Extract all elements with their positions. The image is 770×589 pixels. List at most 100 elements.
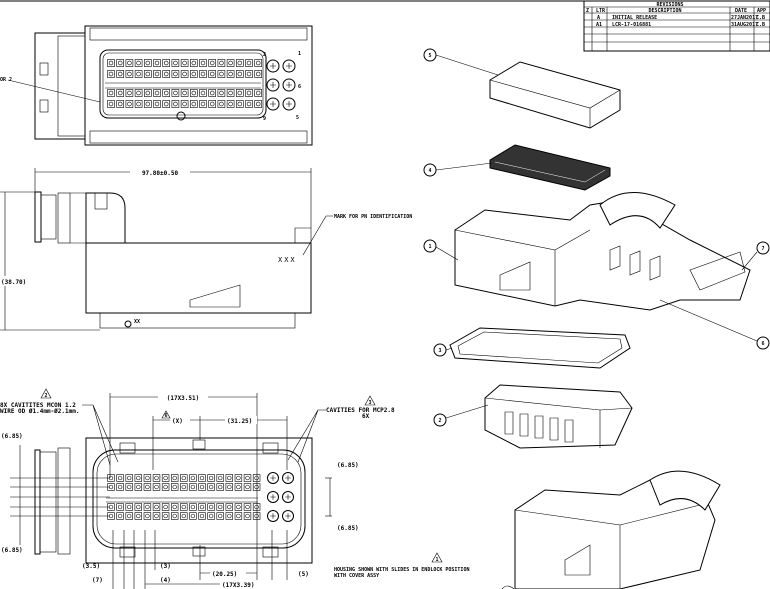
pin-terminal [127, 71, 132, 77]
dim-left-bottom: (6.85) [1, 547, 23, 554]
pin-terminal [219, 71, 224, 77]
pin-cavity [180, 100, 189, 108]
pin-terminal [228, 101, 233, 107]
pin-cavity [134, 59, 143, 67]
pin-terminal [191, 60, 197, 66]
pin-terminal [182, 71, 187, 77]
svg-text:A1: A1 [596, 22, 602, 28]
pin-terminal [237, 90, 243, 96]
pin-terminal [227, 484, 232, 490]
leader-line [7, 79, 101, 103]
large-cavity [267, 472, 279, 484]
rev-marker: 6 [164, 413, 167, 419]
pin-terminal [154, 71, 160, 77]
pin-terminal [136, 484, 141, 490]
cross-icon [286, 101, 292, 107]
pin-cavity [171, 100, 180, 108]
pin-cavity [217, 100, 226, 108]
pin-terminal [163, 90, 169, 96]
pin-terminal [127, 90, 132, 96]
pin-terminal [127, 513, 132, 519]
pin-terminal [163, 475, 168, 481]
pin-terminal [200, 101, 206, 107]
pin-cavity [134, 474, 142, 482]
pin-cavity [199, 59, 207, 67]
svg-text:5: 5 [428, 53, 431, 59]
rev-marker: 1 [435, 557, 438, 563]
mark-note: MARK FOR PN IDENTIFICATION [334, 214, 412, 220]
pin-cavity [180, 70, 189, 78]
pin-cavity [236, 89, 244, 97]
pin-cavity [252, 483, 261, 491]
pin-terminal [145, 513, 150, 519]
cross-icon [270, 101, 276, 107]
pin-cavity [153, 59, 161, 67]
revision-triangle-icon [40, 388, 52, 399]
pin-terminal [145, 71, 151, 77]
pin-label: 6 [298, 84, 301, 90]
pin-cavity [225, 483, 233, 491]
rev-header-desc: DESCRIPTION [648, 8, 681, 14]
pin-terminal [199, 484, 205, 490]
pin-cavity [234, 503, 243, 511]
pin-cavity [116, 474, 124, 482]
pin-cavity [171, 483, 179, 491]
pin-terminal [173, 101, 178, 107]
pin-terminal [154, 513, 159, 519]
pin-terminal [228, 60, 233, 66]
pin-terminal [154, 475, 159, 481]
pn-mark: XXX [278, 256, 297, 264]
revisions-title: REVISIONS [656, 2, 683, 8]
pin-terminal [136, 475, 141, 481]
rev-row: A1 LCR-17-016881 31AUG2017 C.B [596, 22, 765, 28]
pin-cavity [144, 100, 152, 108]
svg-text:1: 1 [428, 244, 431, 250]
pin-cavity [225, 503, 233, 511]
pin-terminal [237, 60, 243, 66]
pin-terminal [173, 60, 178, 66]
pin-terminal [190, 484, 196, 490]
pin-terminal [163, 101, 169, 107]
part-seal-grid [489, 144, 611, 191]
pin-terminal [108, 71, 114, 77]
pin-cavity [217, 70, 226, 78]
pin-terminal [173, 71, 178, 77]
svg-text:LCR-17-016881: LCR-17-016881 [612, 22, 651, 28]
pin-terminal [246, 71, 252, 77]
dim-pitch-top: (17X3.51) [167, 395, 200, 402]
pin-cavity [161, 474, 170, 482]
pin-terminal [154, 101, 160, 107]
cross-icon [286, 82, 292, 88]
cross-icon [285, 475, 291, 481]
pin-cavity [216, 483, 224, 491]
pin-terminal [199, 504, 205, 510]
pin-terminal [208, 513, 214, 519]
pin-terminal [209, 71, 215, 77]
cavity-note-right: CAVITIES FOR MCP2.8 [326, 407, 395, 414]
rev-marker: 3 [368, 400, 371, 406]
pin-cavity [134, 512, 142, 520]
dim-685-top: (6.85) [337, 462, 359, 469]
pin-terminal [181, 513, 186, 519]
pin-terminal [145, 504, 150, 510]
pin-cavity [207, 474, 215, 482]
pin-cavity [143, 512, 152, 520]
pin-cavity [254, 70, 262, 78]
svg-text:2: 2 [438, 418, 441, 424]
pin-cavity [198, 503, 206, 511]
pin-cavity [162, 89, 170, 97]
pin-terminal [236, 475, 241, 481]
length-dimension: 97.80±0.50 [142, 170, 179, 177]
pin-cavity [216, 503, 224, 511]
pin-cavity [236, 100, 244, 108]
pin-cavity [234, 474, 243, 482]
svg-text:INITIAL RELEASE: INITIAL RELEASE [612, 15, 657, 21]
pin-cavity [134, 483, 142, 491]
pin-cavity [217, 59, 226, 67]
pin-cavity [116, 89, 124, 97]
cross-icon [270, 475, 276, 481]
pin-terminal [136, 71, 141, 77]
pin-terminal [200, 60, 206, 66]
cross-icon [286, 63, 292, 69]
